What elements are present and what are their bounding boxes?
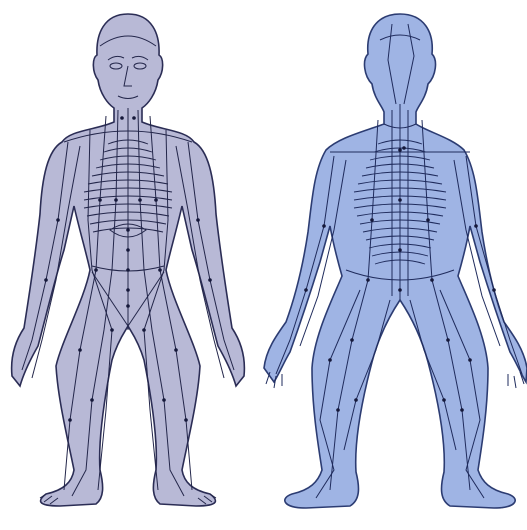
back-acupoint: [402, 146, 406, 150]
front-acupoint: [126, 288, 130, 292]
front-acupoint: [132, 116, 136, 120]
back-acupoint: [350, 338, 354, 342]
front-acupoint: [44, 278, 48, 282]
back-acupoint: [354, 398, 358, 402]
back-acupoint: [474, 224, 478, 228]
back-acupoint: [304, 288, 308, 292]
front-acupoint: [138, 198, 142, 202]
front-acupoint: [120, 116, 124, 120]
front-acupoint: [162, 398, 166, 402]
back-acupoint: [492, 288, 496, 292]
front-acupoint: [110, 328, 114, 332]
back-acupoint: [370, 218, 374, 222]
front-acupoint: [114, 198, 118, 202]
front-acupoint: [126, 248, 130, 252]
front-acupoint: [158, 268, 162, 272]
front-acupoint: [142, 328, 146, 332]
back-figure: [264, 14, 527, 508]
front-acupoint: [208, 278, 212, 282]
front-acupoint: [196, 218, 200, 222]
front-acupoint: [154, 198, 158, 202]
front-acupoint: [126, 268, 130, 272]
back-acupoint: [430, 278, 434, 282]
front-acupoint: [126, 228, 130, 232]
back-acupoint: [322, 224, 326, 228]
back-acupoint: [442, 398, 446, 402]
back-acupoint: [398, 288, 402, 292]
back-acupoint: [446, 338, 450, 342]
back-acupoint: [398, 198, 402, 202]
front-figure: [12, 14, 245, 506]
back-acupoint: [426, 218, 430, 222]
front-acupoint: [68, 418, 72, 422]
back-acupoint: [328, 358, 332, 362]
front-acupoint: [90, 398, 94, 402]
back-acupoint: [336, 408, 340, 412]
front-acupoint: [78, 348, 82, 352]
front-acupoint: [98, 198, 102, 202]
back-acupoint: [398, 248, 402, 252]
front-acupoint: [94, 268, 98, 272]
front-acupoint: [56, 218, 60, 222]
front-acupoint: [174, 348, 178, 352]
back-acupoint: [398, 148, 402, 152]
back-acupoint: [460, 408, 464, 412]
back-acupoint: [366, 278, 370, 282]
front-acupoint: [184, 418, 188, 422]
front-acupoint: [126, 304, 130, 308]
back-acupoint: [468, 358, 472, 362]
back-body-silhouette: [264, 14, 527, 508]
